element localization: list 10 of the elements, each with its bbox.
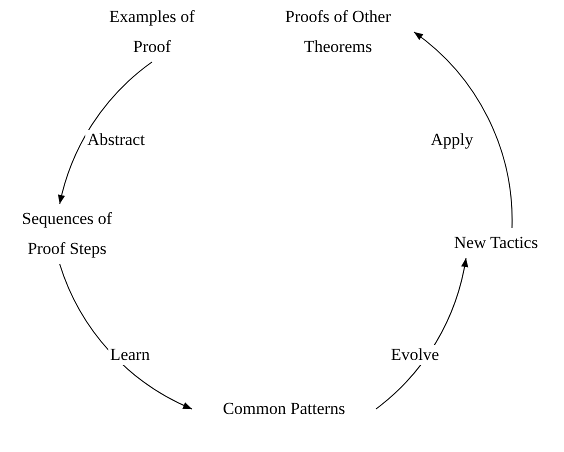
edge-label: Evolve — [388, 345, 442, 365]
curved-arrow — [414, 32, 512, 228]
node-label: Examples of Proof — [108, 6, 196, 58]
curved-arrow — [58, 62, 152, 204]
node-label: Sequences of Proof Steps — [20, 208, 114, 260]
node-label: Proofs of Other Theorems — [284, 6, 392, 58]
node-label: New Tactics — [453, 232, 539, 254]
curved-arrow — [59, 264, 192, 410]
node-label: Common Patterns — [222, 398, 346, 420]
edge-label: Apply — [428, 130, 476, 150]
